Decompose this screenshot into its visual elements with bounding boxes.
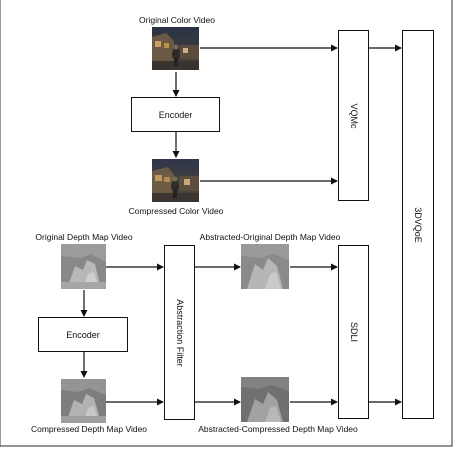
label-original-color-video: Original Color Video [139,15,215,25]
encoder-box-depth: Encoder [38,317,128,352]
encoder-label-depth: Encoder [66,329,100,340]
label-abstracted-original-depth-map-video: Abstracted-Original Depth Map Video [199,232,341,242]
vqmc-box: VQMc [338,30,369,201]
label-compressed-depth-map-video: Compressed Depth Map Video [30,424,148,434]
encoder-box-color: Encoder [131,97,220,132]
encoder-label-color: Encoder [158,109,193,120]
sdli-label: SDLI [348,321,359,343]
label-compressed-color-video: Compressed Color Video [128,206,224,216]
night-street-scene-thumbnail-compressed [152,159,199,202]
label-abstracted-compressed-depth-map-video: Abstracted-Compressed Depth Map Video [198,424,358,434]
qoe-box: 3DVQoE [402,30,434,419]
label-original-depth-map-video: Original Depth Map Video [35,232,133,242]
abstraction-filter-label: Abstraction Filter [174,298,185,367]
grayscale-depth-map-thumbnail-original [61,244,106,289]
vqmc-label: VQMc [348,102,359,129]
abstraction-filter-box: Abstraction Filter [164,245,195,420]
night-street-scene-thumbnail-original [152,27,199,70]
qoe-label: 3DVQoE [413,206,423,243]
grayscale-depth-map-thumbnail-abstracted-compressed [241,377,289,422]
grayscale-depth-map-thumbnail-compressed [61,379,106,423]
grayscale-depth-map-thumbnail-abstracted-original [241,244,289,289]
sdli-box: SDLI [338,245,369,419]
